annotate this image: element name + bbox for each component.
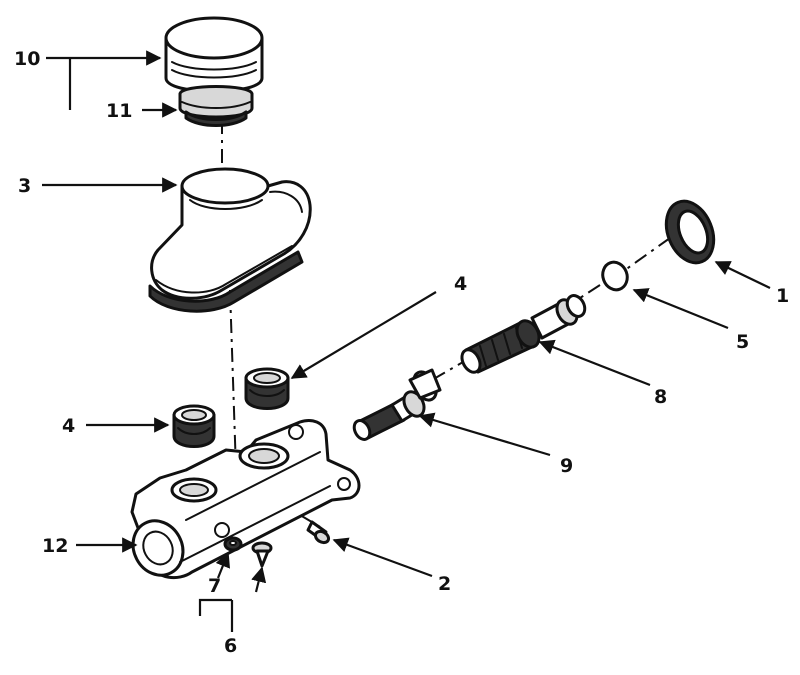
grommet-upper	[244, 367, 290, 410]
master-cylinder-body	[130, 419, 361, 580]
cap-diaphragm	[178, 85, 254, 127]
leader-lines	[42, 50, 771, 632]
callout-8: 8	[654, 386, 667, 408]
washer	[223, 536, 243, 552]
grommet-lower	[172, 404, 216, 448]
secondary-piston	[460, 294, 587, 374]
callout-4-lower: 4	[62, 415, 75, 437]
reservoir-body	[148, 167, 312, 313]
reservoir-cap	[164, 16, 264, 93]
boot-seal	[664, 199, 716, 265]
callout-4-upper: 4	[454, 273, 467, 295]
callout-3: 3	[18, 175, 31, 197]
callout-labels: 10 11 3 4 4 12 1 5 8 9 2 7 6	[14, 48, 789, 657]
callout-5: 5	[736, 331, 749, 353]
callout-2: 2	[438, 573, 451, 595]
callout-10: 10	[14, 48, 40, 70]
primary-piston	[352, 368, 442, 441]
callout-1: 1	[776, 285, 789, 307]
callout-12: 12	[42, 535, 68, 557]
callout-7: 7	[208, 575, 221, 597]
screw	[251, 541, 273, 568]
snap-ring	[601, 260, 629, 292]
stop-bolt	[306, 520, 331, 545]
callout-6: 6	[224, 635, 237, 657]
callout-9: 9	[560, 455, 573, 477]
callout-11: 11	[106, 100, 132, 122]
